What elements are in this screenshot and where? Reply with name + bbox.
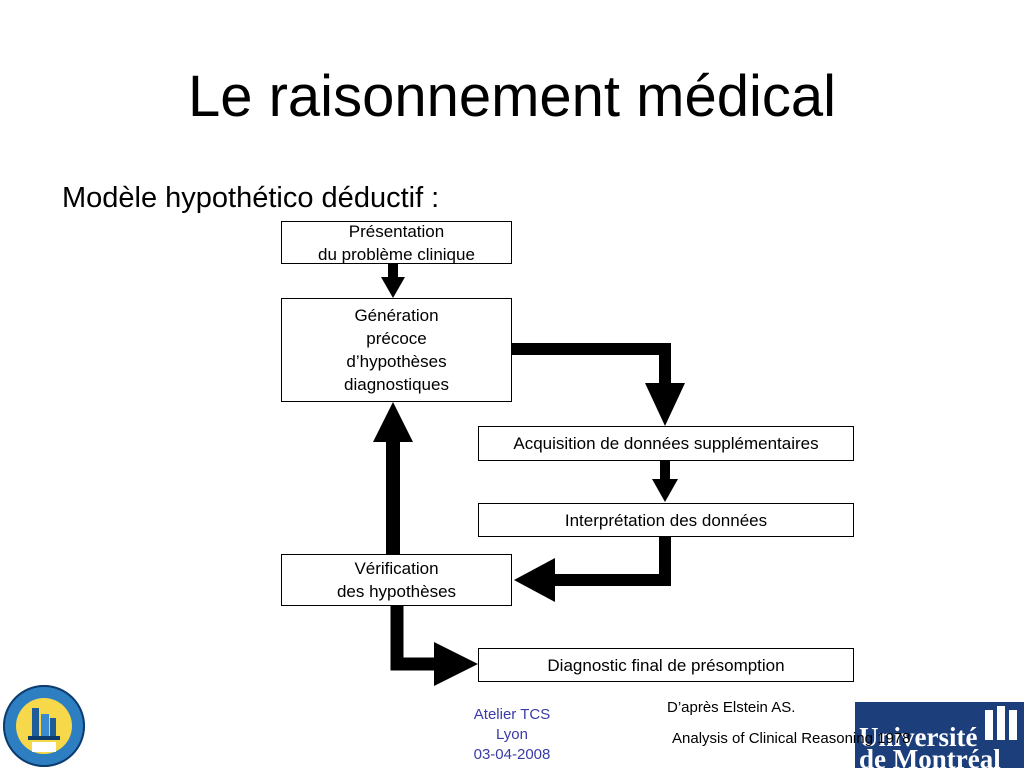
- box-acquisition: Acquisition de données supplémentaires: [478, 426, 854, 461]
- logo-line: de Montréal: [859, 744, 1001, 768]
- box-presentation-line: Présentation: [348, 221, 445, 241]
- box-verification: Vérification des hypothèses: [281, 554, 512, 606]
- box-generation-line: diagnostiques: [344, 375, 449, 394]
- slide-title: Le raisonnement médical: [187, 64, 837, 129]
- box-generation-line: d’hypothèses: [346, 352, 447, 371]
- slide-subtitle: Modèle hypothético déductif :: [62, 182, 440, 214]
- arrow-generation-to-acquisition: [512, 343, 685, 426]
- arrow-interpretation-to-verification: [514, 537, 671, 602]
- arrow-presentation-to-generation: [381, 264, 405, 298]
- building-icon: [985, 706, 1017, 740]
- box-generation-line: Génération: [354, 306, 439, 325]
- box-interpretation: Interprétation des données: [478, 503, 854, 537]
- universite-de-montreal-logo: Université de Montréal: [855, 702, 1024, 768]
- logo-line: Université: [859, 722, 978, 752]
- credit-reference: Analysis of Clinical Reasoning 1978: [672, 730, 911, 747]
- box-generation-line: précoce: [366, 329, 427, 348]
- arrow-verification-to-generation: [373, 402, 413, 554]
- footer-line: Atelier TCS: [473, 706, 551, 723]
- footer-line: 03-04-2008: [473, 746, 551, 763]
- faculte-seal-icon: [3, 685, 85, 767]
- footer-line: Lyon: [496, 726, 528, 743]
- arrow-verification-to-diagnostic: [390, 606, 478, 686]
- box-diagnostic: Diagnostic final de présomption: [478, 648, 854, 682]
- arrow-acquisition-to-interpretation: [652, 461, 678, 502]
- box-verification-line: des hypothèses: [336, 582, 457, 601]
- box-interpretation-line: Interprétation des données: [564, 510, 768, 530]
- box-verification-line: Vérification: [354, 559, 439, 578]
- box-presentation-line: du problème clinique: [318, 244, 475, 264]
- box-presentation: Présentation du problème clinique: [281, 221, 512, 264]
- footer-event: Atelier TCS Lyon 03-04-2008: [452, 705, 572, 765]
- box-acquisition-line: Acquisition de données supplémentaires: [513, 434, 819, 453]
- box-diagnostic-line: Diagnostic final de présomption: [547, 655, 785, 675]
- box-generation: Génération précoce d’hypothèses diagnost…: [281, 298, 512, 402]
- credit-author: D’après Elstein AS.: [667, 699, 796, 716]
